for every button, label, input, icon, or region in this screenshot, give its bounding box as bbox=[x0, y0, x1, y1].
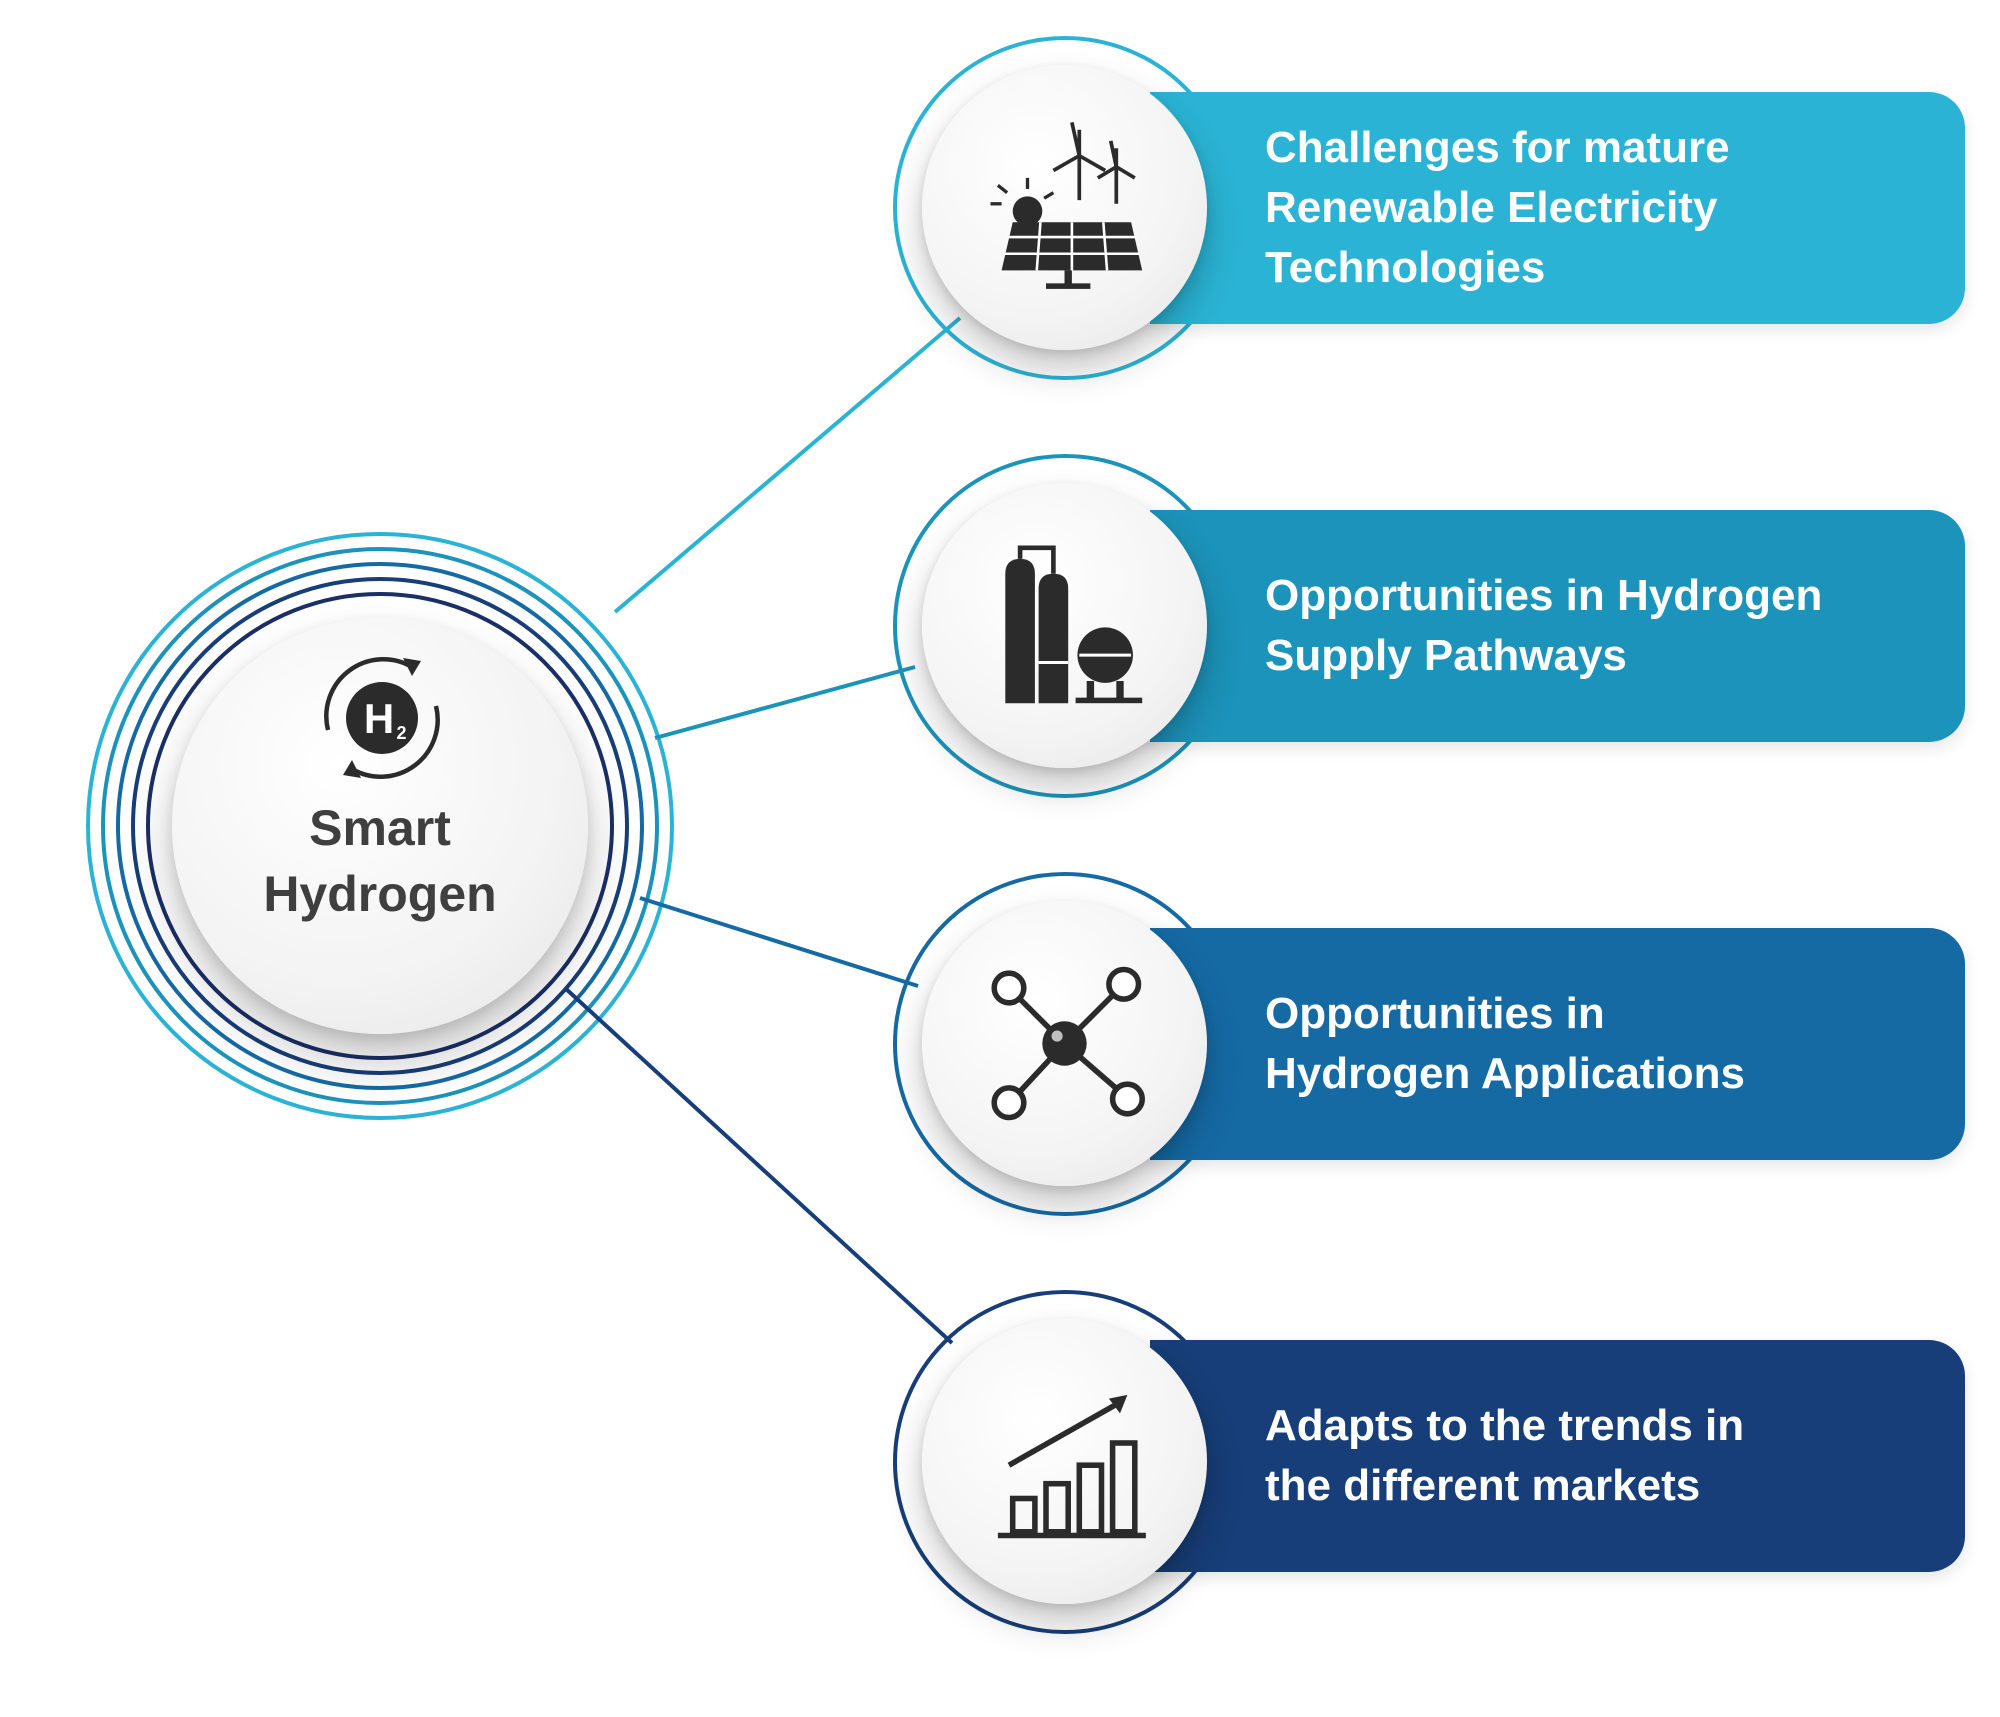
branch-label-4: Adapts to the trends in the different ma… bbox=[1265, 1396, 1935, 1516]
hub-ring bbox=[86, 532, 674, 1120]
branch-4-line-1: Adapts to the trends in bbox=[1265, 1401, 1745, 1450]
branch-3-line-1: Opportunities in bbox=[1265, 989, 1605, 1038]
connector-2 bbox=[654, 665, 916, 740]
branch-node-4 bbox=[922, 1319, 1207, 1604]
branch-bar-3: Opportunities in Hydrogen Applications bbox=[1150, 928, 1965, 1160]
hub-ring bbox=[146, 592, 614, 1060]
hub-title-line-1: Smart bbox=[309, 800, 451, 856]
connector-3 bbox=[639, 896, 919, 988]
hub-circle: H 2 Smart Hydrogen bbox=[172, 618, 588, 1034]
growth-chart-icon bbox=[997, 1394, 1146, 1539]
branch-label-3: Opportunities in Hydrogen Applications bbox=[1265, 984, 1935, 1104]
hub-ring bbox=[116, 562, 644, 1090]
branch-bar-2: Opportunities in Hydrogen Supply Pathway… bbox=[1150, 510, 1965, 742]
hub-ring bbox=[101, 547, 659, 1105]
branch-2-line-1: Opportunities in Hydrogen bbox=[1265, 571, 1823, 620]
h2-cycle-icon: H 2 bbox=[324, 657, 440, 779]
molecule-icon bbox=[991, 966, 1145, 1121]
branch-node-1 bbox=[922, 65, 1207, 350]
renewable-energy-icon bbox=[990, 121, 1143, 289]
branch-node-2 bbox=[922, 483, 1207, 768]
branch-1-line-2: Renewable Electricity bbox=[1265, 183, 1718, 232]
h2-subscript: 2 bbox=[396, 723, 406, 743]
hub-ring bbox=[131, 577, 629, 1075]
branch-node-3 bbox=[922, 901, 1207, 1186]
hub-title-line-2: Hydrogen bbox=[263, 866, 497, 922]
h2-symbol: H bbox=[364, 695, 394, 742]
connector-4 bbox=[563, 986, 954, 1345]
branch-label-2: Opportunities in Hydrogen Supply Pathway… bbox=[1265, 566, 1935, 686]
branch-3-line-2: Hydrogen Applications bbox=[1265, 1049, 1745, 1098]
branch-4-line-2: the different markets bbox=[1265, 1461, 1701, 1510]
branch-1-line-3: Technologies bbox=[1265, 243, 1546, 292]
branch-label-1: Challenges for mature Renewable Electric… bbox=[1265, 118, 1935, 298]
branch-bar-4: Adapts to the trends in the different ma… bbox=[1150, 1340, 1965, 1572]
branch-1-line-1: Challenges for mature bbox=[1265, 123, 1730, 172]
connector-1 bbox=[613, 316, 962, 614]
hydrogen-storage-tanks-icon bbox=[1005, 545, 1143, 704]
branch-bar-1: Challenges for mature Renewable Electric… bbox=[1150, 92, 1965, 324]
branch-2-line-2: Supply Pathways bbox=[1265, 631, 1627, 680]
